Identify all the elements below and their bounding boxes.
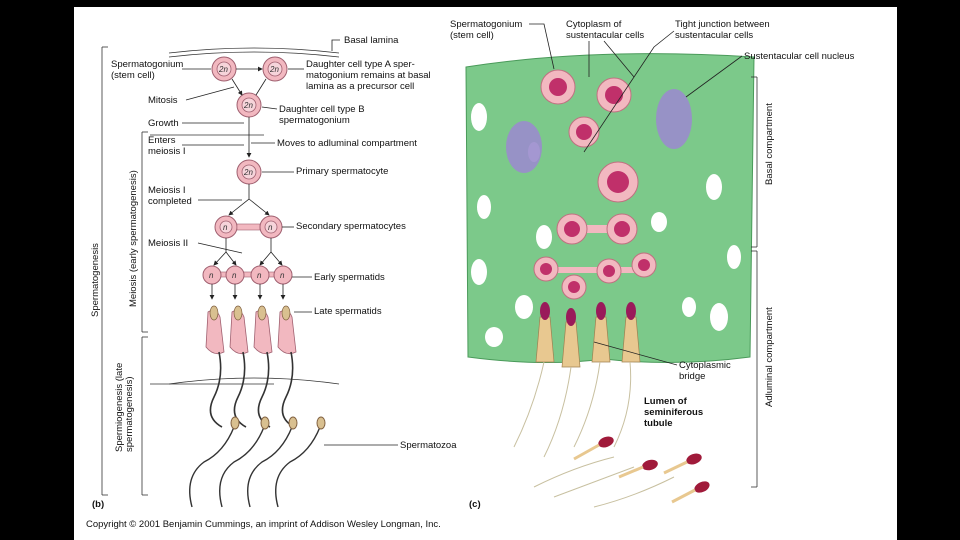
basal-lamina-line bbox=[168, 47, 340, 54]
daughter-a-cell: 2n bbox=[262, 56, 288, 82]
label-moves: Moves to adluminal compartment bbox=[277, 138, 417, 149]
rlabel-lumen-1: Lumen of bbox=[644, 396, 688, 407]
label-daughter-a-3: lamina as a precursor cell bbox=[306, 81, 414, 92]
label-daughter-a-1: Daughter cell type A sper- bbox=[306, 59, 415, 70]
panel-letter-c: (c) bbox=[469, 499, 481, 510]
svg-text:2n: 2n bbox=[218, 65, 228, 74]
right-tails bbox=[513, 361, 675, 508]
svg-text:n: n bbox=[268, 223, 273, 232]
label-meiosis1-1: Meiosis I bbox=[148, 185, 185, 196]
label-enters-2: meiosis I bbox=[148, 146, 185, 157]
spermatid-tails bbox=[209, 351, 295, 428]
figure-panel: Spermatogenesis Meiosis (early spermatog… bbox=[74, 7, 897, 540]
label-early-spermatids: Early spermatids bbox=[314, 272, 385, 283]
label-enters-1: Enters bbox=[148, 135, 176, 146]
label-mitosis: Mitosis bbox=[148, 95, 178, 106]
rlabel-tight-junction-1: Tight junction between bbox=[675, 19, 770, 30]
label-daughter-b-1: Daughter cell type B bbox=[279, 104, 365, 115]
tissue-section bbox=[465, 53, 755, 364]
rlabel-cytoplasm-2: sustentacular cells bbox=[566, 30, 644, 41]
label-meiosis2: Meiosis II bbox=[148, 238, 188, 249]
secondary-spermatocyte-cell: n bbox=[214, 215, 238, 239]
rlabel-tight-junction-2: sustentacular cells bbox=[675, 30, 753, 41]
svg-text:n: n bbox=[209, 271, 214, 280]
rlabel-lumen-2: seminiferous bbox=[644, 407, 703, 418]
svg-text:2n: 2n bbox=[243, 168, 253, 177]
side-label-spermatogenesis: Spermatogenesis bbox=[90, 243, 101, 317]
side-label-meiosis: Meiosis (early spermatogenesis) bbox=[128, 170, 139, 307]
late-spermatids bbox=[205, 305, 297, 355]
label-daughter-b-2: spermatogonium bbox=[279, 115, 350, 126]
svg-text:n: n bbox=[280, 271, 285, 280]
spermatozoa bbox=[189, 416, 326, 508]
secondary-spermatocyte-cell-2: n bbox=[259, 215, 283, 239]
rlabel-nucleus: Sustentacular cell nucleus bbox=[744, 51, 855, 62]
rlabel-lumen-3: tubule bbox=[644, 418, 673, 429]
label-basal-lamina: Basal lamina bbox=[344, 35, 399, 46]
label-daughter-a-2: matogonium remains at basal bbox=[306, 70, 431, 81]
spermatogonium-cell: 2n bbox=[211, 56, 237, 82]
lumen-spermatozoa bbox=[573, 436, 710, 504]
rlabel-spermatogonium-2: (stem cell) bbox=[450, 30, 494, 41]
diagram-canvas: Spermatogenesis Meiosis (early spermatog… bbox=[86, 19, 855, 530]
label-secondary: Secondary spermatocytes bbox=[296, 221, 406, 232]
right-cells bbox=[533, 69, 657, 300]
right-spermatogonium bbox=[540, 69, 576, 105]
basal-lamina-line-2 bbox=[168, 51, 340, 58]
side-label-basal: Basal compartment bbox=[764, 103, 775, 185]
label-spermatogonium-1: Spermatogonium bbox=[111, 59, 183, 70]
right-primary-spermatocyte bbox=[597, 161, 639, 203]
label-growth: Growth bbox=[148, 118, 179, 129]
svg-text:n: n bbox=[257, 271, 262, 280]
panel-letter-b: (b) bbox=[92, 499, 104, 510]
rlabel-cytoplasm-1: Cytoplasm of bbox=[566, 19, 622, 30]
daughter-b-cell: 2n bbox=[236, 92, 262, 118]
rlabel-bridge-2: bridge bbox=[679, 371, 705, 382]
svg-text:2n: 2n bbox=[269, 65, 279, 74]
svg-text:n: n bbox=[232, 271, 237, 280]
label-late-spermatids: Late spermatids bbox=[314, 306, 382, 317]
primary-spermatocyte-cell: 2n bbox=[236, 159, 262, 185]
rlabel-spermatogonium-1: Spermatogonium bbox=[450, 19, 522, 30]
svg-text:n: n bbox=[223, 223, 228, 232]
label-primary: Primary spermatocyte bbox=[296, 166, 388, 177]
label-spermatogonium-2: (stem cell) bbox=[111, 70, 155, 81]
rlabel-bridge-1: Cytoplasmic bbox=[679, 360, 731, 371]
svg-text:2n: 2n bbox=[243, 101, 253, 110]
copyright-text: Copyright © 2001 Benjamin Cummings, an i… bbox=[86, 519, 441, 530]
side-label-spermiogenesis-2: spermatogenesis) bbox=[124, 376, 135, 452]
early-spermatid-row: n n n n bbox=[202, 265, 293, 285]
side-label-adluminal: Adluminal compartment bbox=[764, 307, 775, 407]
label-spermatozoa: Spermatozoa bbox=[400, 440, 457, 451]
side-label-spermiogenesis-1: Spermiogenesis (late bbox=[114, 363, 125, 452]
label-meiosis1-2: completed bbox=[148, 196, 192, 207]
